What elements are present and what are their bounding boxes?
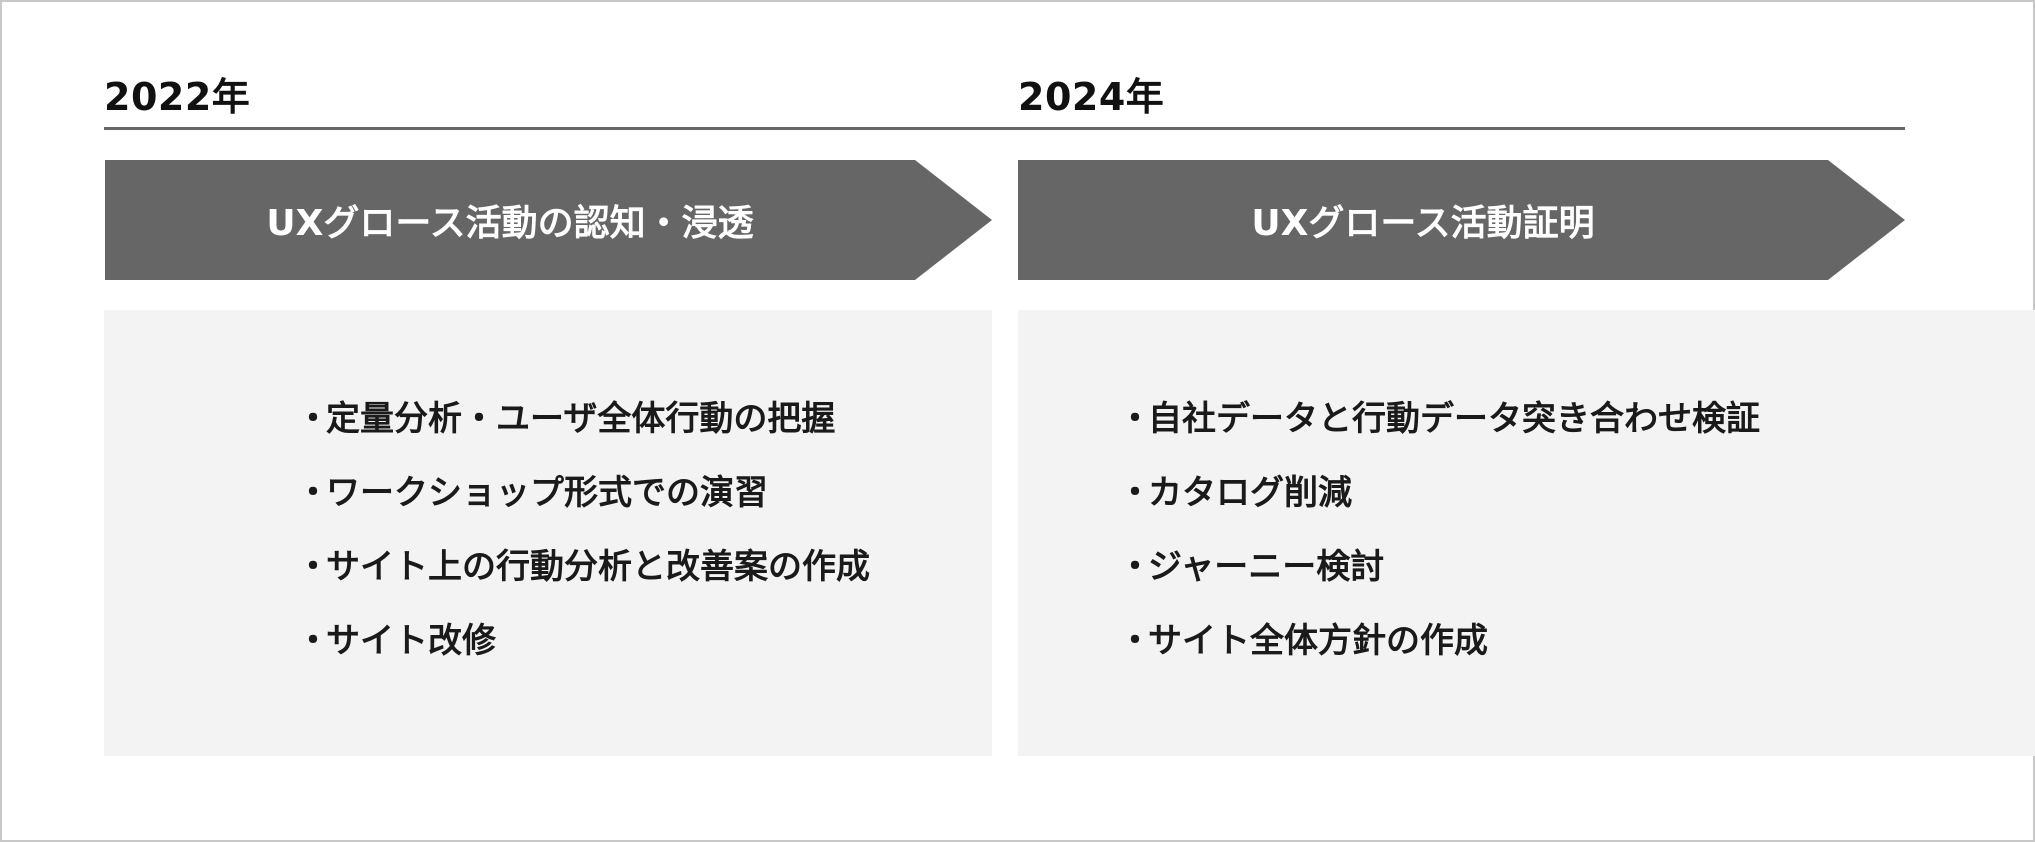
list-item: ・ジャーニー検討 (1118, 530, 1905, 604)
list-item-text: 定量分析・ユーザ全体行動の把握 (326, 399, 836, 439)
phase-title-1: UXグロース活動の認知・浸透 (266, 203, 754, 244)
bullet-icon: ・ (1118, 547, 1152, 587)
phase-detail-list-2: ・自社データと行動データ突き合わせ検証 ・カタログ削減 ・ジャーニー検討 ・サイ… (1018, 310, 1905, 756)
bullet-icon: ・ (296, 547, 330, 587)
phase-detail-box-2 (1018, 310, 2035, 756)
list-item-text: ジャーニー検討 (1148, 547, 1385, 587)
list-item: ・サイト改修 (296, 604, 992, 678)
list-item-text: サイト改修 (326, 621, 496, 661)
bullet-icon: ・ (1118, 473, 1152, 513)
bullet-icon: ・ (296, 399, 330, 439)
phase-detail-box-1: ・定量分析・ユーザ全体行動の把握 ・ワークショップ形式での演習 ・サイト上の行動… (104, 310, 992, 756)
bullet-icon: ・ (1118, 621, 1152, 661)
year-label-end: 2024年 (1018, 75, 1165, 119)
year-label-start: 2022年 (104, 75, 251, 119)
list-item-text: サイト全体方針の作成 (1148, 621, 1488, 661)
list-item-text: ワークショップ形式での演習 (326, 473, 768, 513)
list-item-text: カタログ削減 (1148, 473, 1352, 513)
list-item: ・サイト上の行動分析と改善案の作成 (296, 530, 992, 604)
list-item: ・定量分析・ユーザ全体行動の把握 (296, 382, 992, 456)
phase-arrow-2: UXグロース活動証明 (1018, 160, 1905, 280)
bullet-icon: ・ (296, 621, 330, 661)
list-item: ・サイト全体方針の作成 (1118, 604, 1905, 678)
list-item-text: 自社データと行動データ突き合わせ検証 (1148, 399, 1760, 439)
list-item-text: サイト上の行動分析と改善案の作成 (326, 547, 870, 587)
bullet-icon: ・ (296, 473, 330, 513)
list-item: ・自社データと行動データ突き合わせ検証 (1118, 382, 1905, 456)
phase-arrow-1: UXグロース活動の認知・浸透 (105, 160, 992, 280)
timeline-line (104, 127, 1905, 130)
bullet-icon: ・ (1118, 399, 1152, 439)
list-item: ・カタログ削減 (1118, 456, 1905, 530)
list-item: ・ワークショップ形式での演習 (296, 456, 992, 530)
phase-title-2: UXグロース活動証明 (1251, 203, 1595, 244)
